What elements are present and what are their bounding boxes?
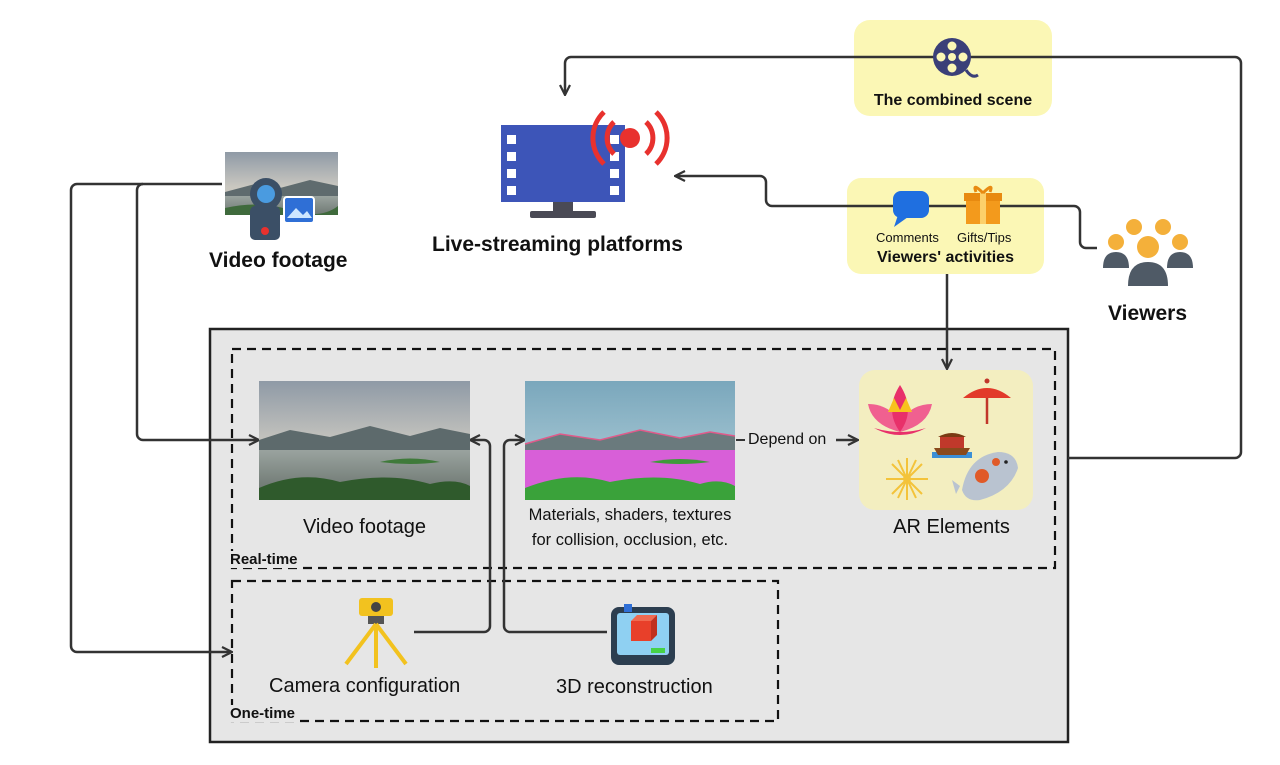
tv-broadcast-icon: [501, 110, 670, 218]
materials-label-line2: for collision, occlusion, etc.: [531, 531, 729, 549]
viewers-group-icon: [1103, 219, 1193, 286]
boat-icon: [932, 433, 972, 458]
lotus-icon: [868, 385, 932, 435]
arrow-source-to-camera-config: [69, 182, 231, 652]
realtime-footage-label: Video footage: [302, 516, 427, 538]
live-streaming-label: Live-streaming platforms: [432, 233, 683, 256]
3d-printer-icon: [611, 604, 675, 665]
video-camera-icon: [250, 178, 315, 240]
source-footage-photo: [225, 152, 338, 215]
video-footage-source-label: Video footage: [209, 249, 348, 272]
firework-icon: [886, 458, 928, 500]
arrow-reconstruction-to-materials: [502, 440, 607, 634]
onetime-section-label: One-time: [230, 705, 299, 722]
koi-fish-icon: [952, 452, 1018, 501]
tripod-camera-icon: [344, 598, 408, 668]
viewers-activities-label: Viewers' activities: [877, 249, 1014, 266]
materials-label: Materials, shaders, textures for collisi…: [505, 503, 755, 553]
gift-icon: [964, 185, 1002, 224]
realtime-footage-photo: [259, 381, 470, 500]
arrow-camera-to-footage: [414, 440, 492, 634]
ar-elements-label: AR Elements: [893, 516, 1010, 538]
viewers-label: Viewers: [1108, 302, 1188, 325]
comment-bubble-icon: [893, 191, 929, 227]
segmented-footage-photo: [524, 381, 736, 500]
reconstruction-label: 3D reconstruction: [556, 676, 713, 698]
film-reel-icon: [933, 38, 979, 78]
materials-label-line1: Materials, shaders, textures: [528, 506, 732, 524]
combined-scene-label: The combined scene: [873, 92, 1033, 109]
gifts-tips-label: Gifts/Tips: [957, 230, 1012, 245]
camera-configuration-label: Camera configuration: [269, 675, 461, 697]
depend-on-label: Depend on: [748, 431, 827, 448]
umbrella-icon: [963, 378, 1011, 424]
arrow-panel-to-streaming: [565, 55, 1243, 460]
realtime-region: [230, 347, 1057, 570]
realtime-section-label: Real-time: [230, 551, 301, 568]
comments-label: Comments: [876, 230, 939, 245]
